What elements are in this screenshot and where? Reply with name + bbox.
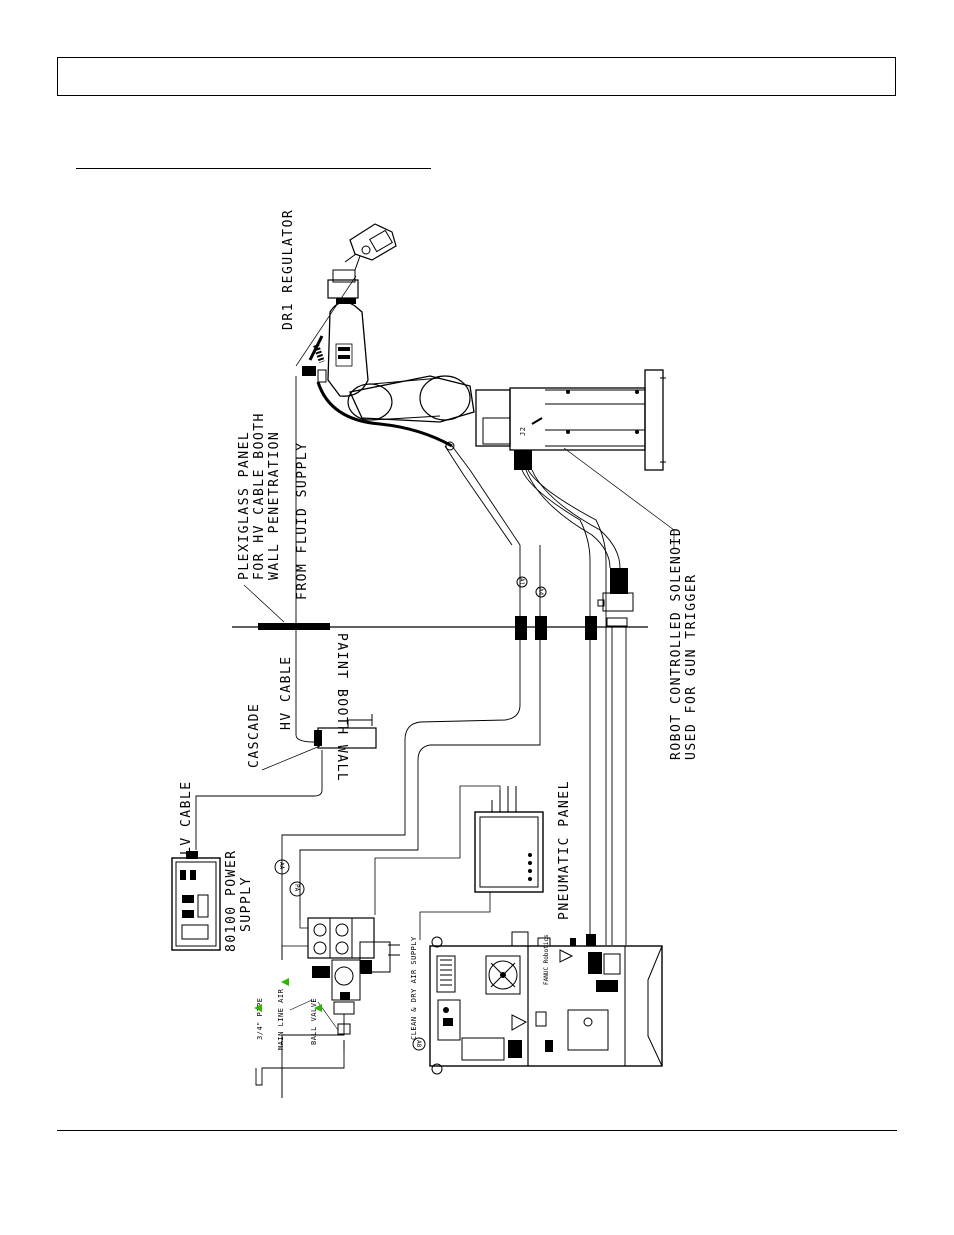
hv-cable-label: HV CABLE	[279, 655, 294, 730]
power-supply-label-2: SUPPLY	[239, 876, 254, 932]
from-fluid-supply-label: FROM FLUID SUPPLY	[295, 441, 310, 600]
pipe-label: 3/4" PIPE	[256, 998, 264, 1040]
robot-controller: FANUC Robotics	[429, 931, 663, 1075]
ball-valve-label: BALL VALVE	[310, 998, 318, 1045]
cascade-label: CASCADE	[247, 703, 262, 768]
pipe-indicator	[254, 1004, 262, 1012]
robot-solenoid-label-2: USED FOR GUN TRIGGER	[684, 573, 699, 760]
spray-gun	[349, 223, 397, 261]
callout-a4: A4	[535, 586, 547, 598]
footer-rule	[57, 1130, 897, 1131]
ball-valve-indicator	[314, 1004, 322, 1012]
plexiglass-panel-label-3: WALL PENETRATION	[267, 431, 282, 580]
robot: J2	[302, 223, 666, 546]
main-line-air-label: MAIN LINE AIR	[277, 988, 285, 1050]
ball-valve	[337, 1023, 351, 1035]
lv-cable-label: LV CABLE	[179, 780, 194, 855]
fluid-hose	[316, 381, 453, 448]
warning-icon-2	[559, 949, 574, 963]
dr1-regulator	[302, 366, 316, 376]
robot-upper-arm	[349, 375, 475, 423]
vent-grille	[436, 955, 456, 993]
power-supply-label-1: 80100 POWER	[224, 849, 239, 952]
filter-regulator-assembly	[307, 917, 400, 1015]
dr1-regulator-label: DR1 REGULATOR	[281, 209, 296, 330]
pneumatic-panel-label: PNEUMATIC PANEL	[557, 780, 572, 920]
svg-text:A8: A8	[415, 1040, 422, 1048]
air-lines	[281, 469, 634, 960]
paint-booth-wall: PAINT BOOTH WALL	[232, 623, 648, 782]
clean-dry-air-label: CLEAN & DRY AIR SUPPLY	[410, 936, 418, 1040]
header-box	[57, 57, 896, 96]
hv-cable	[295, 627, 315, 743]
power-supply	[171, 851, 221, 951]
callout-a1: A1	[516, 576, 528, 588]
robot-base	[509, 387, 646, 451]
main-air-piping	[255, 1014, 351, 1098]
fan-icon	[485, 955, 521, 995]
warning-icon	[511, 1014, 528, 1031]
svg-text:PA: PA	[293, 884, 300, 892]
robot-solenoid-label-1: ROBOT CONTROLLED SOLENOID	[669, 527, 684, 760]
robot-forearm	[327, 301, 369, 397]
main-line-air-indicator	[281, 978, 289, 986]
lv-cable	[195, 750, 323, 850]
plexiglass-panel-label-2: FOR HV CABLE BOOTH	[252, 412, 267, 580]
callout-pa: PA	[289, 881, 305, 897]
plexiglass-panel-label-1: PLEXIGLASS PANEL	[237, 431, 252, 580]
paint-booth-wall-label: PAINT BOOTH WALL	[334, 633, 349, 782]
pneumatic-panel	[474, 786, 544, 893]
callout-aa: AA	[274, 859, 290, 875]
svg-text:AA: AA	[278, 862, 285, 870]
svg-text:A1: A1	[518, 578, 525, 586]
robot-solenoid	[610, 568, 628, 594]
title-underline	[76, 168, 431, 169]
svg-text:A4: A4	[537, 588, 544, 596]
plexiglass-panel	[258, 623, 330, 630]
svg-text:J2: J2	[519, 427, 527, 436]
cascade-unit	[314, 714, 377, 749]
callout-a8: A8	[412, 1037, 426, 1051]
svg-text:FANUC Robotics: FANUC Robotics	[543, 934, 550, 985]
